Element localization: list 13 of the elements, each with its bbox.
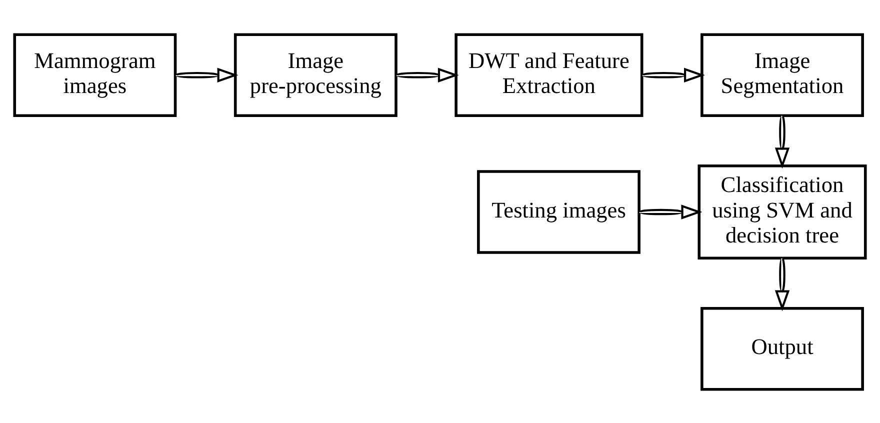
- node-box: Classification using SVM and decision tree: [698, 164, 867, 259]
- node-box: Output: [700, 306, 864, 390]
- node-box: Testing images: [477, 170, 640, 254]
- arrow: [642, 67, 705, 82]
- node-box: Mammogram images: [13, 32, 177, 116]
- arrow: [638, 204, 702, 219]
- node-box: Image Segmentation: [700, 32, 864, 116]
- arrow: [774, 257, 790, 311]
- arrow: [774, 114, 790, 168]
- node-box: DWT and Feature Extraction: [454, 32, 644, 116]
- node-box: Image pre-processing: [234, 32, 398, 116]
- arrow: [396, 67, 459, 82]
- arrow: [175, 67, 238, 82]
